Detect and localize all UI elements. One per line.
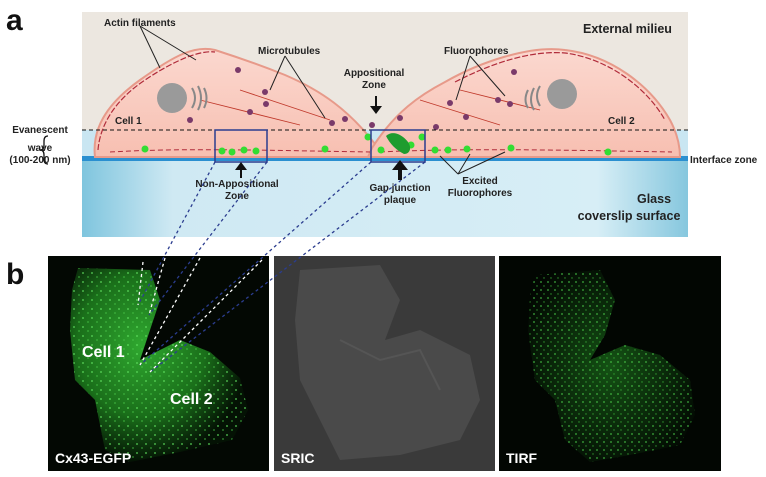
actin-filament-cell2 — [454, 51, 666, 121]
sric-cell-region — [295, 265, 480, 460]
image-tirf: TIRF — [499, 256, 721, 471]
label-non-appositional-1: Non-Appositional — [195, 179, 279, 190]
label-excited-2: Fluorophores — [448, 188, 513, 199]
actin-filament-basal2 — [379, 149, 673, 153]
label-evanescent-2: wave — [27, 143, 53, 154]
connector-lines — [137, 161, 426, 373]
panel-a-diagram: Actin filaments Microtubules Fluorophore… — [9, 12, 758, 237]
label-microtubules: Microtubules — [258, 46, 321, 57]
label-excited-1: Excited — [462, 176, 498, 187]
appositional-arrow — [370, 96, 382, 114]
label-glass-1: Glass — [637, 192, 671, 206]
label-appositional-1: Appositional — [344, 68, 405, 79]
image-sric: SRIC — [274, 256, 495, 471]
label-actin-filaments: Actin filaments — [104, 18, 176, 29]
label-cell-2: Cell 2 — [608, 116, 635, 127]
label-non-appositional-2: Zone — [225, 191, 249, 202]
nucleus-cell1 — [157, 83, 187, 113]
label-external-milieu: External milieu — [583, 22, 672, 36]
non-appositional-arrow — [235, 162, 247, 178]
interface-zone-line — [82, 156, 688, 161]
panel-a-letter: a — [6, 4, 23, 37]
actin-filament-cell1 — [97, 51, 216, 151]
cx43-label-cell-1: Cell 1 — [82, 344, 125, 361]
golgi-cell2 — [524, 85, 541, 111]
label-gap-junction-1: Gap junction — [369, 183, 430, 194]
label-evanescent-1: Evanescent — [12, 125, 68, 136]
gap-junction-arrow — [392, 160, 408, 180]
label-interface-zone: Interface zone — [690, 155, 758, 166]
label-fluorophores: Fluorophores — [444, 46, 509, 57]
evanescent-brace — [39, 135, 49, 165]
cx43-label-cell-2: Cell 2 — [170, 391, 213, 408]
golgi-cell1 — [191, 85, 208, 111]
caption-sric: SRIC — [281, 450, 314, 466]
appositional-zone-box — [370, 129, 426, 163]
fluorophores-unexcited — [187, 67, 517, 130]
caption-cx43-egfp: Cx43-EGFP — [55, 450, 131, 466]
label-glass-2: coverslip surface — [578, 209, 681, 223]
label-cell-1: Cell 1 — [115, 116, 142, 127]
label-evanescent-3: (100-200 nm) — [9, 155, 70, 166]
image-cx43-egfp: Cell 1 Cell 2 Cx43-EGFP — [48, 256, 269, 471]
label-gap-junction-2: plaque — [384, 195, 417, 206]
gap-junction-plaque — [386, 133, 411, 154]
glass-coverslip — [82, 157, 688, 237]
panel-b-letter: b — [6, 258, 24, 291]
caption-tirf: TIRF — [506, 450, 538, 466]
fluorophores-excited — [141, 133, 612, 156]
label-appositional-2: Zone — [362, 80, 386, 91]
leader-lines — [139, 25, 506, 175]
nucleus-cell2 — [547, 79, 577, 109]
